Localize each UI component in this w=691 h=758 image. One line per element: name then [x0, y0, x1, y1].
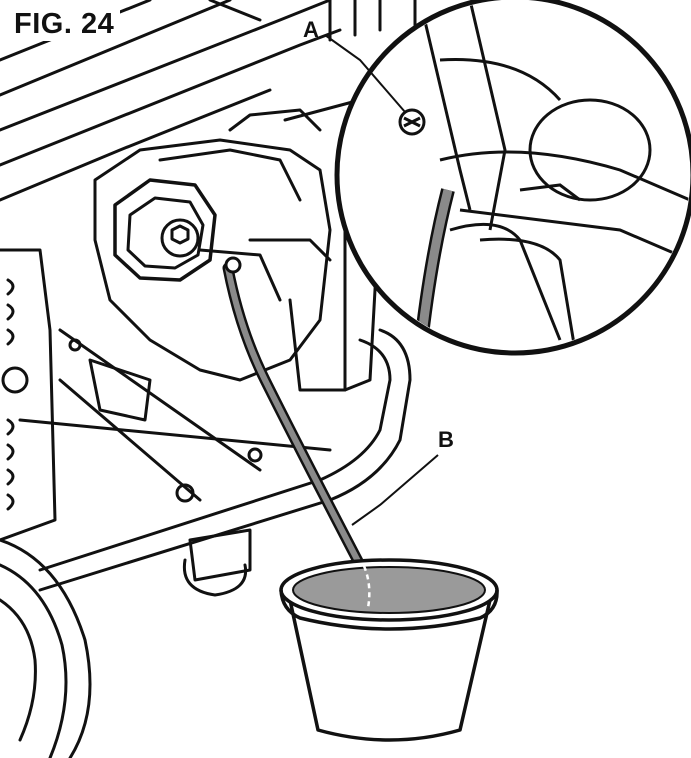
frame-foot	[182, 528, 252, 597]
callout-a-leader	[324, 34, 406, 113]
frame-tube	[18, 328, 412, 592]
callout-a-label: A	[303, 17, 319, 42]
engine-block	[93, 108, 332, 382]
figure-title: FIG. 24	[14, 8, 121, 41]
callout-b-leader	[351, 454, 439, 526]
fuel-in-bucket	[292, 566, 486, 614]
fuel-stream	[362, 565, 371, 609]
air-filter-cover	[113, 178, 217, 282]
wheel	[0, 538, 92, 758]
drain-hose-fill	[225, 265, 363, 568]
drain-bucket	[279, 558, 499, 742]
side-vent-panel	[0, 248, 57, 542]
drain-hose	[222, 262, 366, 571]
callout-b-label: B	[438, 427, 454, 452]
drain-screw	[224, 256, 242, 274]
detail-magnifier	[334, 0, 691, 356]
